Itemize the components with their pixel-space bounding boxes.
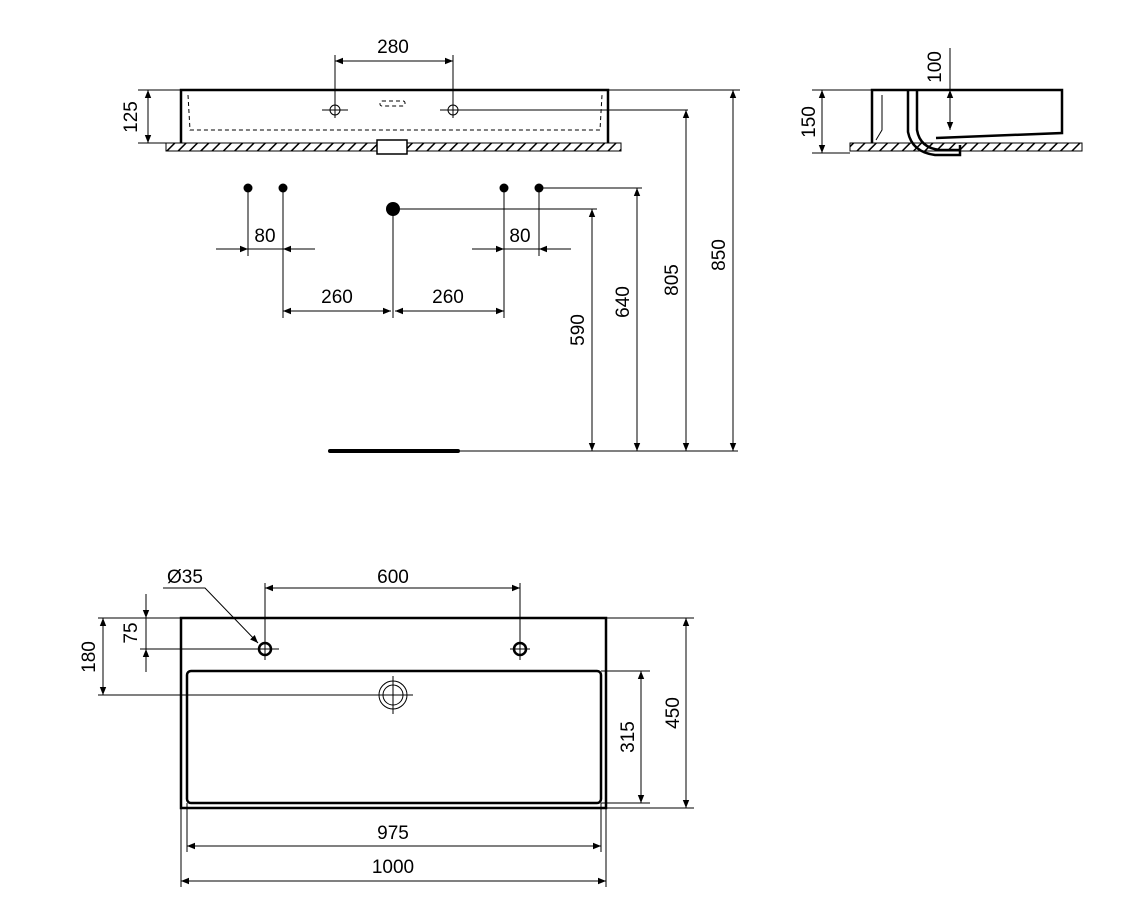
waste-hole bbox=[376, 676, 413, 714]
tap-hole-right bbox=[510, 583, 530, 660]
tap-hole-left bbox=[255, 583, 279, 660]
dim-805: 805 bbox=[662, 264, 683, 296]
dim-diameter-35: Ø35 bbox=[167, 567, 203, 588]
tap-hole-right bbox=[440, 104, 688, 116]
dim-1000: 1000 bbox=[372, 857, 414, 878]
dim-80-left: 80 bbox=[254, 226, 275, 247]
dim-100: 100 bbox=[925, 51, 946, 83]
dim-450: 450 bbox=[663, 697, 684, 729]
dim-315: 315 bbox=[618, 721, 639, 753]
dim-125: 125 bbox=[121, 101, 142, 133]
dim-80-right: 80 bbox=[509, 226, 530, 247]
plan-view: 600 Ø35 75 180 315 450 975 1000 bbox=[79, 567, 694, 887]
dim-590: 590 bbox=[568, 314, 589, 346]
basin-inner-dashed bbox=[187, 94, 603, 131]
dim-75: 75 bbox=[121, 622, 142, 643]
dim-975: 975 bbox=[377, 823, 409, 844]
dim-260-right: 260 bbox=[432, 287, 464, 308]
dim-640: 640 bbox=[613, 286, 634, 318]
dim-280: 280 bbox=[377, 37, 409, 58]
front-elevation: 280 125 80 80 260 260 590 640 805 850 bbox=[121, 37, 740, 453]
basin-outline bbox=[179, 88, 610, 143]
dim-850: 850 bbox=[709, 239, 730, 271]
dim-180: 180 bbox=[79, 641, 100, 673]
overflow-slot bbox=[379, 100, 406, 107]
dim-150: 150 bbox=[799, 106, 820, 138]
countertop bbox=[849, 142, 1083, 152]
waste-outlet bbox=[376, 139, 408, 155]
side-elevation: 150 100 bbox=[799, 48, 1083, 157]
dim-260-left: 260 bbox=[321, 287, 353, 308]
basin-bowl bbox=[185, 669, 603, 805]
basin-outer bbox=[179, 616, 608, 810]
dim-600: 600 bbox=[377, 567, 409, 588]
